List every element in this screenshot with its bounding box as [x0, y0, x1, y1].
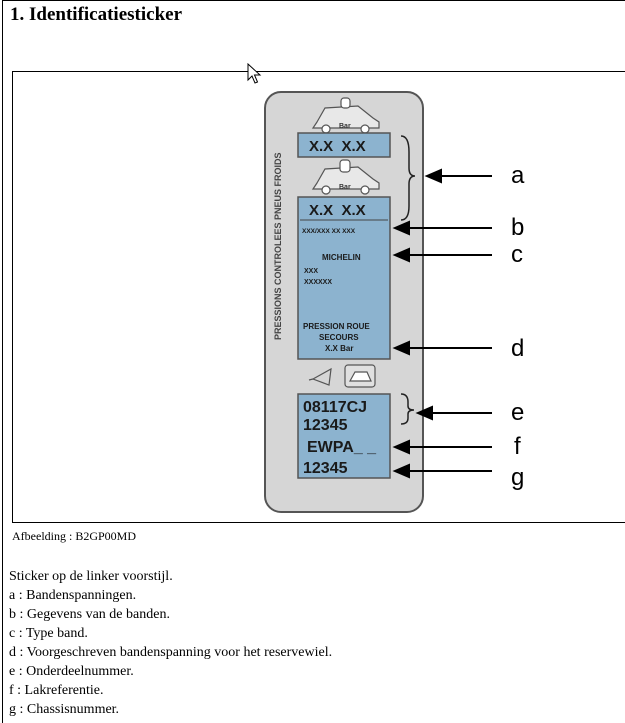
- identification-panel: [297, 393, 391, 479]
- front-pressure-value: X.X X.X: [309, 138, 366, 155]
- description-item-e: e : Onderdeelnummer.: [9, 664, 134, 679]
- paint-reference: EWPA_ _: [307, 439, 377, 456]
- description-list: Sticker op de linker voorstijl. a : Band…: [9, 567, 332, 719]
- description-item-f: f : Lakreferentie.: [9, 683, 104, 698]
- callout-d: d: [511, 335, 524, 362]
- sticker-illustration: PRESSIONS CONTROLEES PNEUS FROIDS Bar X.…: [264, 91, 525, 513]
- tyre-type-line1: XXX: [304, 268, 318, 275]
- description-item-b: b : Gegevens van de banden.: [9, 607, 170, 622]
- spare-line3: X.X Bar: [325, 344, 353, 353]
- chassis-number: 12345: [303, 460, 348, 477]
- callout-b: b: [511, 214, 524, 241]
- tyre-size: XXX/XXX XX XXX: [302, 228, 356, 235]
- description-item-a: a : Bandenspanningen.: [9, 588, 137, 603]
- frame-top-border: [2, 0, 625, 1]
- callout-e: e: [511, 399, 524, 426]
- description-item-d: d : Voorgeschreven bandenspanning voor h…: [9, 645, 333, 660]
- mouse-pointer-icon: [247, 63, 262, 84]
- page-title: 1. Identificatiesticker: [10, 4, 183, 25]
- description-intro: Sticker op de linker voorstijl.: [9, 569, 173, 584]
- callout-f: f: [514, 433, 521, 460]
- figure-frame: PRESSIONS CONTROLEES PNEUS FROIDS Bar X.…: [12, 71, 625, 523]
- unit-label-top: Bar: [339, 123, 351, 130]
- car-icon: [311, 97, 380, 134]
- description-item-g: g : Chassisnummer.: [9, 702, 120, 717]
- car-icon: [311, 159, 380, 195]
- part-number: 08117CJ: [303, 399, 367, 416]
- callout-g: g: [511, 464, 524, 491]
- tyre-info-panel: [297, 196, 391, 360]
- figure-caption: Afbeelding : B2GP00MD: [12, 529, 136, 543]
- bracket-e: [400, 393, 415, 425]
- unit-label-second: Bar: [339, 184, 351, 191]
- tyre-brand: MICHELIN: [322, 253, 361, 262]
- rear-pressure-value: X.X X.X: [309, 202, 366, 219]
- callout-arrows: [392, 168, 492, 479]
- spare-line1: PRESSION ROUE: [303, 322, 370, 331]
- bracket-a: [400, 135, 416, 221]
- callout-a: a: [511, 162, 525, 189]
- paint-gun-icon: [308, 367, 332, 386]
- part-number-secondary: 12345: [303, 417, 348, 434]
- frame-left-border: [2, 0, 3, 723]
- front-pressure-panel: [297, 132, 391, 158]
- tyre-type-line2: XXXXXX: [304, 279, 332, 286]
- spare-line2: SECOURS: [319, 333, 359, 342]
- callout-c: c: [511, 241, 523, 268]
- car-door-icon: [344, 364, 376, 388]
- sticker-side-text: PRESSIONS CONTROLEES PNEUS FROIDS: [273, 152, 283, 340]
- description-item-c: c : Type band.: [9, 626, 88, 641]
